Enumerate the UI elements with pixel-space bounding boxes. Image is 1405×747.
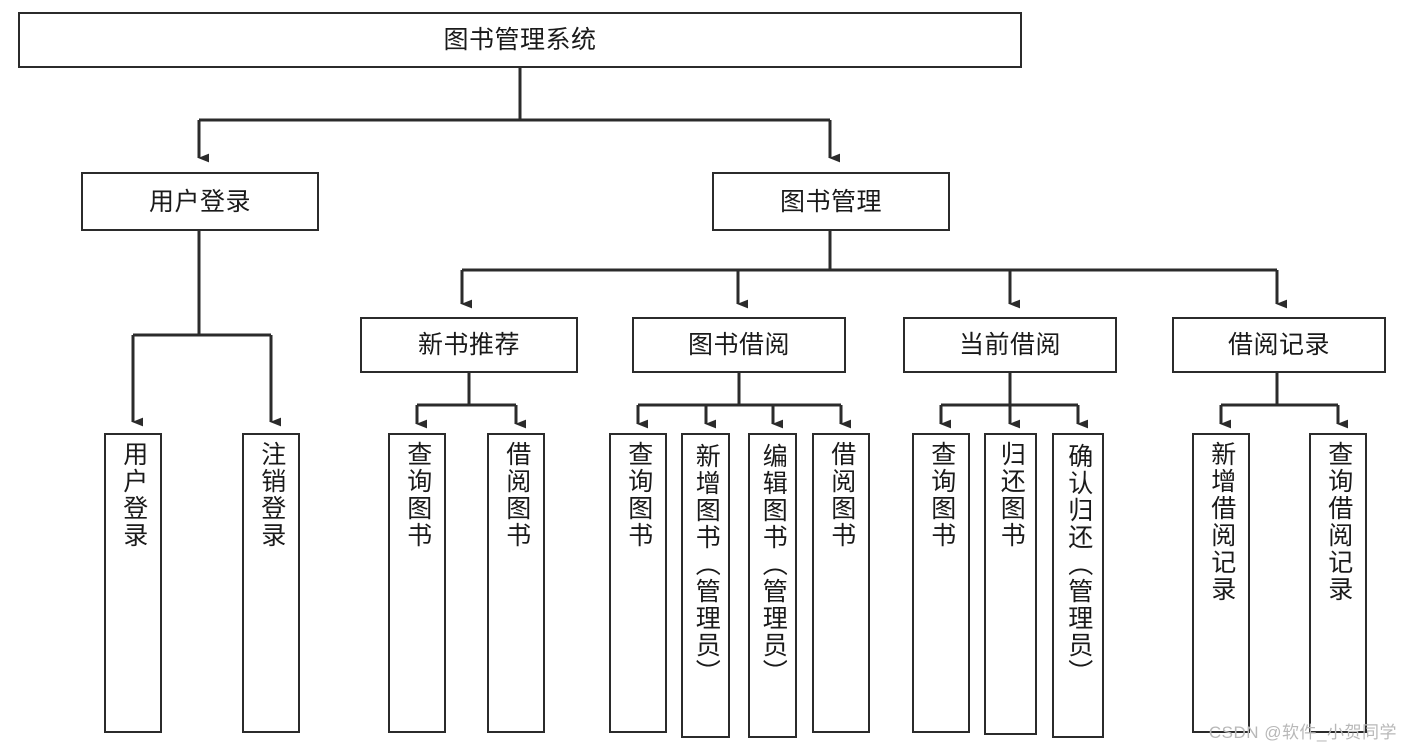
node-label: 新增图书（管理员） bbox=[692, 443, 721, 686]
node-book-borrow[interactable]: 图书借阅 bbox=[632, 317, 846, 373]
node-leaf-logout[interactable]: 注销登录 bbox=[242, 433, 300, 733]
node-leaf-borrow-book-recommend[interactable]: 借阅图书 bbox=[487, 433, 545, 733]
node-leaf-query-book-borrow[interactable]: 查询图书 bbox=[609, 433, 667, 733]
node-label: 查询借阅记录 bbox=[1324, 441, 1353, 603]
node-book-management[interactable]: 图书管理 bbox=[712, 172, 950, 231]
node-leaf-confirm-return[interactable]: 确认归还（管理员） bbox=[1052, 433, 1104, 738]
node-root-system[interactable]: 图书管理系统 bbox=[18, 12, 1022, 68]
node-label: 借阅图书 bbox=[502, 441, 531, 549]
node-user-login[interactable]: 用户登录 bbox=[81, 172, 319, 231]
node-label: 查询图书 bbox=[624, 441, 653, 549]
node-label: 图书管理系统 bbox=[443, 26, 597, 54]
node-new-book-recommend[interactable]: 新书推荐 bbox=[360, 317, 578, 373]
node-borrow-record[interactable]: 借阅记录 bbox=[1172, 317, 1386, 373]
node-leaf-query-book-current[interactable]: 查询图书 bbox=[912, 433, 970, 733]
node-label: 确认归还（管理员） bbox=[1064, 443, 1093, 686]
node-leaf-borrow-book[interactable]: 借阅图书 bbox=[812, 433, 870, 733]
node-label: 用户登录 bbox=[148, 187, 251, 216]
node-leaf-edit-book[interactable]: 编辑图书（管理员） bbox=[748, 433, 797, 738]
node-label: 当前借阅 bbox=[958, 331, 1061, 359]
node-label: 注销登录 bbox=[257, 441, 286, 549]
node-label: 图书管理 bbox=[779, 187, 882, 216]
node-leaf-return-book[interactable]: 归还图书 bbox=[984, 433, 1037, 735]
node-label: 图书借阅 bbox=[687, 331, 790, 359]
node-leaf-user-login[interactable]: 用户登录 bbox=[104, 433, 162, 733]
node-label: 新增借阅记录 bbox=[1207, 441, 1236, 603]
node-label: 查询图书 bbox=[403, 441, 432, 549]
node-label: 归还图书 bbox=[997, 441, 1026, 549]
node-leaf-add-borrow-record[interactable]: 新增借阅记录 bbox=[1192, 433, 1250, 733]
node-label: 借阅记录 bbox=[1227, 331, 1330, 359]
watermark-text: CSDN @软件_小贺同学 bbox=[1208, 723, 1397, 742]
node-label: 新书推荐 bbox=[417, 331, 520, 359]
node-label: 查询图书 bbox=[927, 441, 956, 549]
node-current-borrow[interactable]: 当前借阅 bbox=[903, 317, 1117, 373]
node-leaf-query-book-recommend[interactable]: 查询图书 bbox=[388, 433, 446, 733]
node-leaf-add-book[interactable]: 新增图书（管理员） bbox=[681, 433, 730, 738]
node-label: 用户登录 bbox=[119, 441, 148, 549]
node-label: 借阅图书 bbox=[827, 441, 856, 549]
node-leaf-query-borrow-record[interactable]: 查询借阅记录 bbox=[1309, 433, 1367, 733]
node-label: 编辑图书（管理员） bbox=[759, 443, 788, 686]
